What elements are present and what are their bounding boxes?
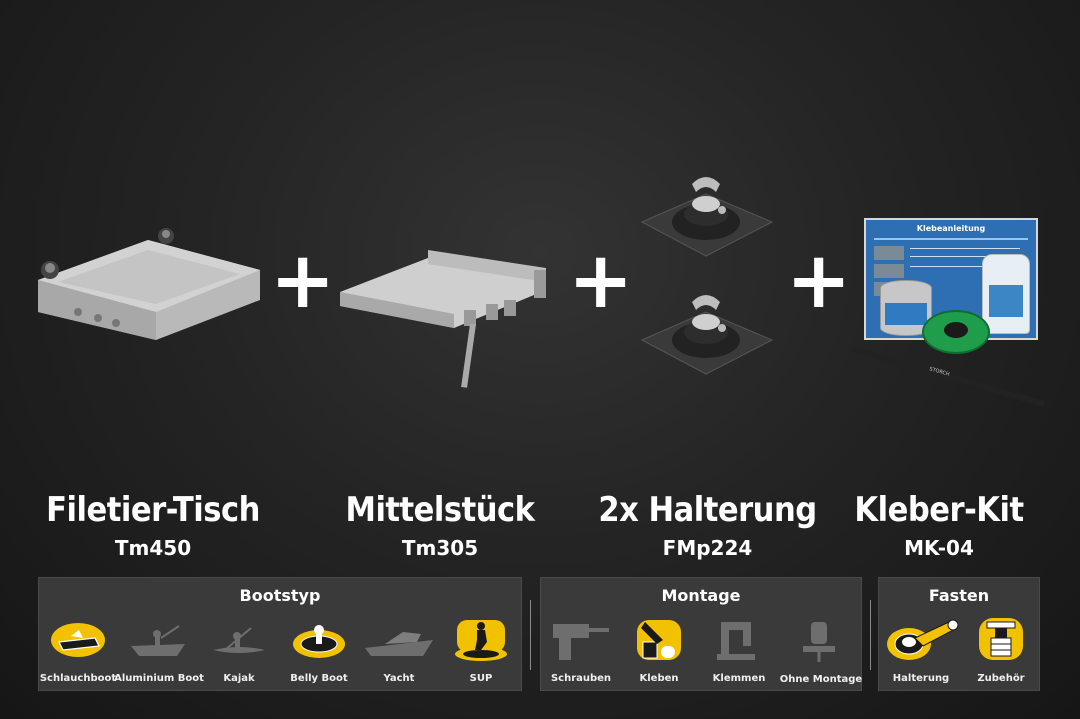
halterung-image-1: [636, 172, 776, 272]
product-code-tm305: Tm305: [401, 536, 479, 560]
montage-panel: Montage Schrauben Kleben Klemmen: [540, 577, 862, 691]
product-title-mittelstueck: Mittelstück: [345, 490, 536, 530]
instruction-card-heading: Klebeanleitung: [916, 224, 986, 233]
sup-icon: [453, 616, 509, 662]
bottle: [982, 254, 1030, 334]
plus-sign-2: +: [568, 236, 634, 326]
bootstyp-panel-title: Bootstyp: [239, 586, 321, 605]
product-code-fmp224: FMp224: [662, 536, 753, 560]
zubehoer-label: Zubehör: [977, 673, 1025, 684]
kleber-kit-image: Klebeanleitung STORCH: [844, 214, 1080, 408]
ohne-montage-icon: [797, 618, 841, 664]
schlauchboot-label: Schlauchboot: [39, 673, 117, 684]
belly-boot-icon: [291, 620, 347, 660]
halterung-icon: [885, 616, 965, 664]
yacht-label: Yacht: [383, 673, 415, 684]
brush-brand: STORCH: [928, 366, 951, 378]
fasten-panel-title: Fasten: [928, 586, 990, 605]
product-code-tm450: Tm450: [114, 536, 192, 560]
product-title-filetier-tisch: Filetier-Tisch: [46, 490, 260, 530]
kleben-label: Kleben: [639, 673, 679, 684]
tape-roll: [922, 310, 990, 354]
zubehoer-icon: [975, 614, 1027, 664]
plus-sign-1: +: [270, 236, 336, 326]
klemmen-label: Klemmen: [712, 673, 766, 684]
brush: STORCH: [851, 346, 1046, 408]
product-code-mk04: MK-04: [904, 536, 974, 560]
filetier-tisch-image: [28, 220, 268, 350]
aluminium-boot-label: Aluminium Boot: [114, 673, 204, 684]
fasten-panel: Fasten Halterung Zubehör: [878, 577, 1040, 691]
panel-separator-2: [870, 600, 871, 670]
kajak-label: Kajak: [223, 673, 255, 684]
product-title-kleber-kit: Kleber-Kit: [854, 490, 1024, 530]
bootstyp-panel: Bootstyp Schlauchboot Aluminium Boot Kaj…: [38, 577, 522, 691]
plus-sign-3: +: [786, 236, 852, 326]
panel-separator-1: [530, 600, 531, 670]
product-title-halterung: 2x Halterung: [598, 490, 817, 530]
halterung-image-2: [636, 290, 776, 390]
drill-icon: [549, 618, 613, 662]
sup-label: SUP: [469, 673, 493, 684]
yacht-icon: [363, 624, 435, 660]
halterung-label: Halterung: [892, 673, 950, 684]
montage-panel-title: Montage: [661, 586, 741, 605]
belly-boot-label: Belly Boot: [290, 673, 348, 684]
glue-can: [880, 280, 932, 336]
mittelstueck-image: [336, 240, 556, 390]
kleben-icon: [633, 616, 685, 664]
schlauchboot-icon: [49, 620, 107, 660]
schrauben-label: Schrauben: [550, 673, 612, 684]
ohne-montage-label: Ohne Montage: [779, 674, 863, 685]
kajak-icon: [211, 624, 267, 660]
aluminium-boot-icon: [127, 622, 189, 660]
klemmen-icon: [711, 618, 761, 662]
